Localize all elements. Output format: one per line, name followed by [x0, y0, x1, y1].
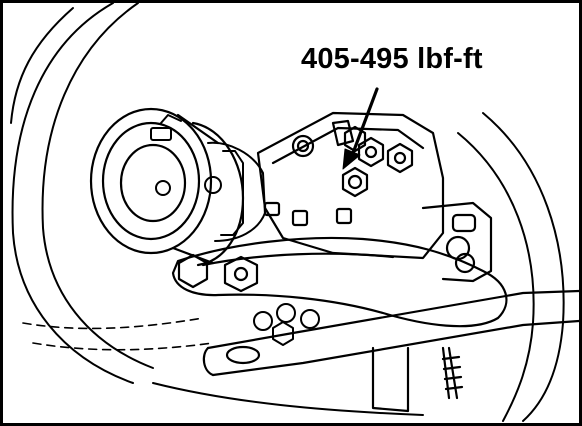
axle-beam — [202, 289, 579, 413]
outer-sweep-lines — [10, 3, 565, 422]
torque-callout-label: 405-495 lbf-ft — [301, 43, 483, 75]
callout-arrow — [351, 87, 379, 155]
right-bracket — [421, 201, 493, 283]
brake-chamber — [150, 114, 266, 242]
knuckle-body — [256, 111, 445, 260]
hidden-lines — [22, 317, 214, 351]
tie-rod-arm — [171, 201, 508, 328]
torque-nuts — [341, 125, 414, 198]
washers — [253, 303, 320, 346]
suspension-illustration — [10, 3, 579, 422]
callout-arrowhead — [342, 148, 361, 170]
